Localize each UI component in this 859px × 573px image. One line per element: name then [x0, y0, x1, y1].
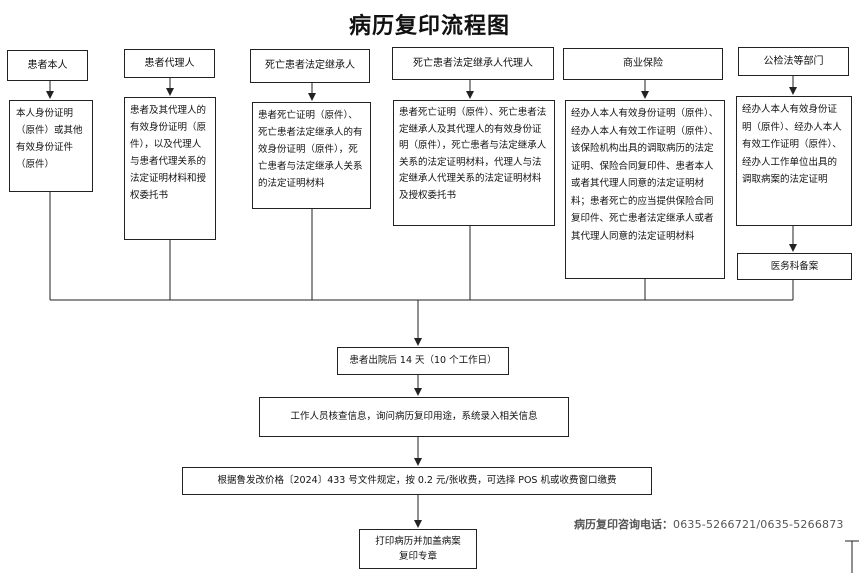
applicant-header-patient-agent: 患者代理人	[124, 49, 215, 78]
applicant-header-law-enforcement: 公检法等部门	[738, 47, 849, 76]
hotline-numbers: 0635-5266721/0635-5266873	[673, 518, 844, 531]
page-title: 病历复印流程图	[348, 13, 510, 39]
requirements-patient: 本人身份证明（原件）或其他有效身份证件（原件）	[9, 100, 93, 192]
step-print-stamp: 打印病历并加盖病案复印专章	[359, 529, 477, 569]
requirements-patient-agent: 患者及其代理人的有效身份证明（原件），以及代理人与患者代理关系的法定证明材料和授…	[124, 97, 216, 240]
step-discharge-wait: 患者出院后 14 天（10 个工作日）	[337, 347, 509, 375]
step-payment: 根据鲁发改价格〔2024〕433 号文件规定，按 0.2 元/张收费，可选择 P…	[182, 467, 652, 495]
page-corner-mark	[845, 540, 859, 573]
requirements-insurance: 经办人本人有效身份证明（原件）、经办人本人有效工作证明（原件）、该保险机构出具的…	[565, 100, 725, 279]
hotline: 病历复印咨询电话：0635-5266721/0635-5266873	[574, 516, 844, 532]
applicant-header-patient: 患者本人	[7, 50, 88, 81]
applicant-header-insurance: 商业保险	[563, 48, 723, 80]
requirements-law-enforcement: 经办人本人有效身份证明（原件）、经办人本人有效工作证明（原件）、经办人工作单位出…	[736, 96, 852, 226]
applicant-header-heir-agent: 死亡患者法定继承人代理人	[392, 47, 554, 80]
requirements-heir: 患者死亡证明（原件）、死亡患者法定继承人的有效身份证明（原件），死亡患者与法定继…	[252, 102, 371, 209]
hotline-label: 病历复印咨询电话：	[574, 518, 673, 531]
requirements-heir-agent: 患者死亡证明（原件）、死亡患者法定继承人及其代理人的有效身份证明（原件），死亡患…	[393, 100, 555, 226]
step-verify-info: 工作人员核查信息，询问病历复印用途，系统录入相关信息	[259, 397, 569, 437]
medical-affairs-filing: 医务科备案	[737, 253, 852, 280]
applicant-header-heir: 死亡患者法定继承人	[250, 49, 370, 83]
